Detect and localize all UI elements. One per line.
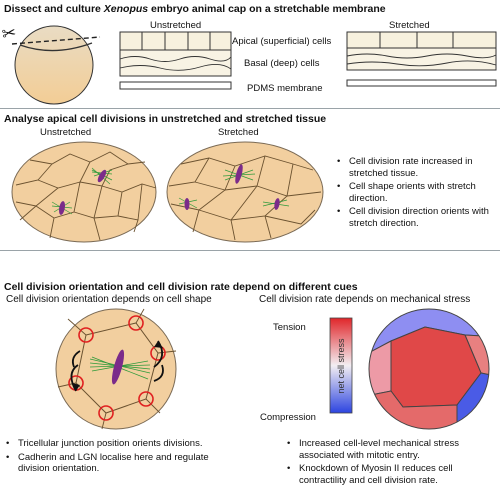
section1-stretched-label: Stretched <box>389 20 430 31</box>
basal-layer <box>119 49 232 77</box>
left-subtitle: Cell division orientation depends on cel… <box>6 294 212 305</box>
stretched-tissue <box>166 141 324 243</box>
stretched-layers <box>346 31 497 87</box>
section2-unstretched-label: Unstretched <box>40 127 92 138</box>
separator-2 <box>0 250 500 251</box>
section2-bullets: Cell division rate increased in stretche… <box>337 156 497 231</box>
list-item: Knockdown of Myosin II reduces cell cont… <box>287 463 495 486</box>
stress-diagram <box>368 308 490 430</box>
compression-label: Compression <box>260 412 316 423</box>
list-item: Tricellular junction position orients di… <box>6 438 241 450</box>
chromosome <box>97 169 107 183</box>
colorbar-label: net cell stress <box>336 338 346 394</box>
cell-shape-diagram <box>55 308 177 430</box>
stress-colorbar <box>329 317 353 414</box>
section2-title: Analyse apical cell divisions in unstret… <box>4 113 327 125</box>
section3-title: Cell division orientation and cell divis… <box>4 281 358 293</box>
chromosome <box>111 349 125 385</box>
section1-title: Dissect and culture Xenopus embryo anima… <box>4 3 386 15</box>
pdms-layer <box>119 81 232 90</box>
list-item: Cell shape orients with stretch directio… <box>337 181 497 204</box>
separator-1 <box>0 108 500 109</box>
list-item: Cell division direction orients with str… <box>337 206 497 229</box>
tension-label: Tension <box>273 322 306 333</box>
section1-unstretched-label: Unstretched <box>150 20 202 31</box>
junction-circle <box>68 315 166 421</box>
dashed-cut-line-icon <box>11 36 101 45</box>
chromosome <box>184 198 190 210</box>
unstretched-layers <box>119 31 232 90</box>
list-item: Increased cell-level mechanical stress a… <box>287 438 495 461</box>
right-bullets: Increased cell-level mechanical stress a… <box>287 438 495 488</box>
list-item: Cell division rate increased in stretche… <box>337 156 497 179</box>
apical-layer <box>119 31 232 51</box>
pdms-label: PDMS membrane <box>247 83 323 94</box>
chromosome <box>274 198 280 210</box>
apical-label: Apical (superficial) cells <box>232 36 332 47</box>
section2-stretched-label: Stretched <box>218 127 259 138</box>
basal-label: Basal (deep) cells <box>244 58 320 69</box>
left-bullets: Tricellular junction position orients di… <box>6 438 241 477</box>
unstretched-tissue <box>11 141 157 243</box>
chromosome <box>235 164 243 184</box>
right-subtitle: Cell division rate depends on mechanical… <box>259 294 471 305</box>
list-item: Cadherin and LGN localise here and regul… <box>6 452 241 475</box>
embryo-diagram <box>11 25 101 105</box>
chromosome <box>58 201 66 215</box>
embryo-sphere <box>14 25 94 105</box>
